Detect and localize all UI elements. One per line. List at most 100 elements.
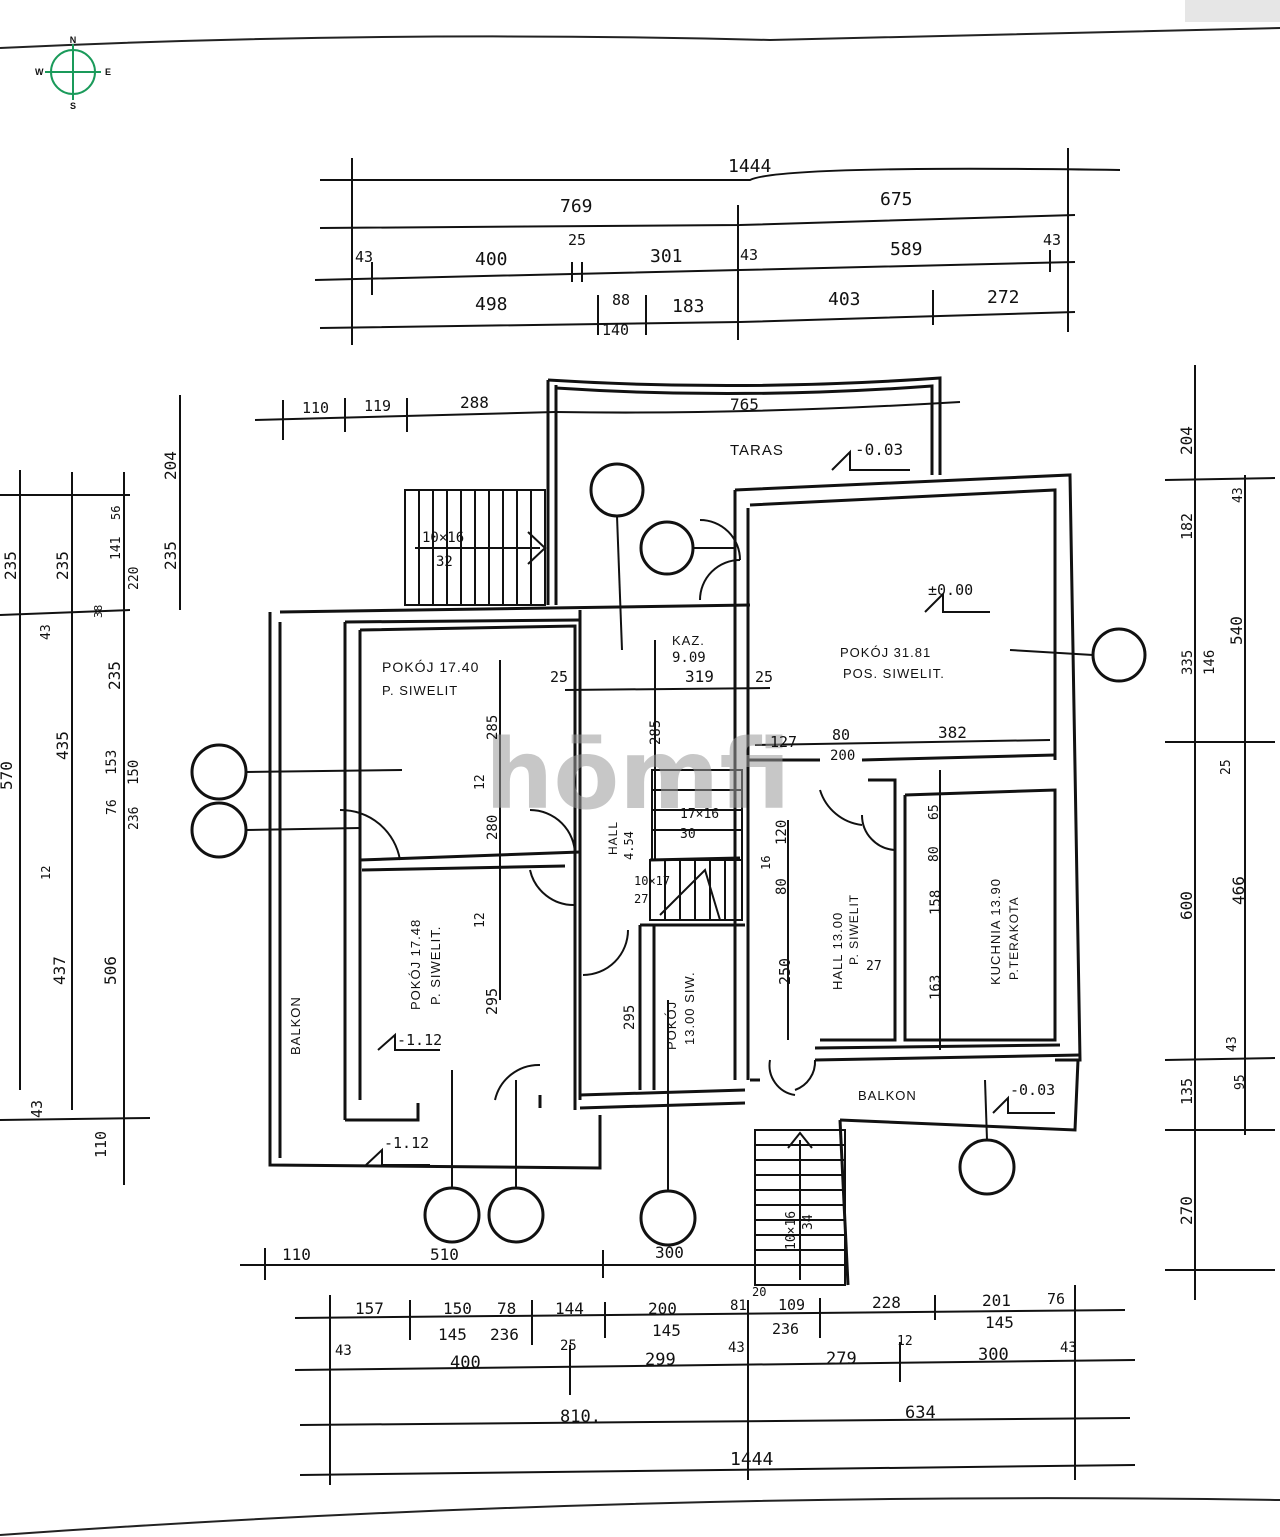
- dim-bot-3h: 300: [978, 1345, 1009, 1365]
- dim-right-8: 600: [1177, 891, 1196, 920]
- dim-top-3c: 25: [568, 231, 586, 249]
- dim-int-7: 12: [473, 774, 488, 790]
- dim-top-3e: 43: [740, 246, 758, 264]
- paper-edge: [0, 27, 1280, 1536]
- label-hall-big: HALL 13.00: [830, 912, 845, 990]
- dim-right-4: 335: [1180, 650, 1196, 675]
- dim-upper-c: 288: [460, 393, 489, 412]
- label-stairs-low-b: 27: [634, 892, 648, 906]
- label-stairs-bottom-b: 34: [801, 1214, 816, 1230]
- dim-top-3b: 400: [475, 249, 508, 270]
- dim-left-19: 506: [101, 956, 120, 985]
- dim-bot-2d: 78: [497, 1299, 516, 1318]
- room-labels: TARAS -0.03 POKÓJ 31.81 POS. SIWELIT. ±0…: [288, 440, 1055, 1250]
- doors: [339, 519, 896, 1101]
- label-hall-small: HALL: [606, 821, 620, 855]
- dim-left-1: 235: [1, 551, 20, 580]
- dim-right-11: 95: [1233, 1074, 1248, 1090]
- dim-int-20: 80: [927, 846, 942, 862]
- dim-bot-2j: 20: [752, 1285, 766, 1299]
- dim-bot-2f: 144: [555, 1299, 584, 1318]
- dim-bot-1a: 110: [282, 1245, 311, 1264]
- dim-top-4b: 88: [612, 291, 630, 309]
- dim-int-21: 158: [928, 890, 944, 915]
- dim-left-18: 437: [50, 956, 69, 985]
- level-markers: [365, 449, 1055, 1166]
- dim-top-4a: 498: [475, 294, 508, 315]
- dim-top-1: 1444: [728, 156, 771, 177]
- label-stairs-top-b: 32: [436, 554, 453, 570]
- dim-bot-2o: 145: [985, 1313, 1014, 1332]
- dim-top-3a: 43: [355, 248, 373, 266]
- label-pokoj-b: POKÓJ 17.48: [408, 919, 423, 1010]
- dim-int-5: 285: [648, 720, 664, 745]
- dim-right-9: 466: [1229, 876, 1248, 905]
- label-pokoj-c: POKÓJ: [664, 1001, 679, 1050]
- watermark-logo: hōmfi: [485, 719, 790, 831]
- dim-int-18: 250: [776, 958, 794, 985]
- dim-right-13: 270: [1177, 1196, 1196, 1225]
- dim-bot-2k: 109: [778, 1296, 805, 1314]
- dim-bot-3c: 25: [560, 1338, 577, 1354]
- dim-upper-d: 765: [730, 395, 759, 414]
- label-stairs-mid: 17×16: [680, 807, 719, 822]
- label-balkon-bottom: BALKON: [858, 1088, 917, 1103]
- dim-bot-2b: 150: [443, 1299, 472, 1318]
- dim-right-12: 135: [1178, 1078, 1196, 1105]
- level-pokoj-b: -1.12: [397, 1031, 442, 1049]
- dim-int-2: 319: [685, 667, 714, 686]
- compass-w: W: [35, 67, 44, 77]
- dim-top-3d: 301: [650, 246, 683, 267]
- dim-left-17: 12: [39, 866, 53, 880]
- dim-top-3g: 43: [1043, 231, 1061, 249]
- dim-upper-a: 110: [302, 399, 329, 417]
- level-pokoj-main: ±0.00: [928, 581, 973, 599]
- dim-int-4: 285: [485, 715, 501, 740]
- annotation-leaders: [245, 515, 1094, 1191]
- dim-left-21: 110: [92, 1131, 110, 1158]
- dim-int-14: 382: [938, 723, 967, 742]
- dim-left-14: 570: [0, 761, 16, 790]
- compass-n: N: [70, 35, 77, 45]
- label-pokoj-b-floor: P. SIWELIT.: [428, 926, 443, 1005]
- label-kaz-area: 9.09: [672, 650, 706, 666]
- label-stairs-mid-b: 30: [680, 827, 696, 842]
- dim-int-12: 80: [832, 726, 850, 744]
- dim-bot-3a: 43: [335, 1343, 352, 1359]
- dim-bot-4b: 634: [905, 1403, 936, 1423]
- label-stairs-bottom: 10×16: [784, 1211, 799, 1250]
- label-kuchnia: KUCHNIA 13.90: [988, 878, 1003, 985]
- dim-int-15: 120: [774, 820, 790, 845]
- dim-bot-5: 1444: [730, 1449, 773, 1470]
- dim-left-3: 56: [109, 506, 123, 520]
- dim-bot-2l: 236: [772, 1320, 799, 1338]
- dim-right-2: 43: [1231, 487, 1246, 503]
- dim-left-5: 220: [127, 567, 142, 590]
- dim-right-3: 182: [1178, 513, 1196, 540]
- label-pokoj-main: POKÓJ 31.81: [840, 645, 931, 660]
- dim-bot-2i: 81: [730, 1298, 747, 1314]
- dim-right-10: 43: [1225, 1036, 1240, 1052]
- dim-top-4e: 403: [828, 289, 861, 310]
- dim-bot-2g: 200: [648, 1299, 677, 1318]
- dim-int-22: 163: [928, 975, 944, 1000]
- dim-right-5: 146: [1202, 650, 1218, 675]
- dim-bot-2c: 145: [438, 1325, 467, 1344]
- dim-left-2: 235: [53, 551, 72, 580]
- dim-int-8: 12: [473, 912, 488, 928]
- dim-left-15: 76: [105, 799, 120, 815]
- compass-icon: N S E W: [35, 35, 111, 111]
- dim-left-8: 43: [39, 624, 54, 640]
- label-hall-small-area: 4.54: [622, 831, 636, 860]
- dim-top-3f: 589: [890, 239, 923, 260]
- dim-bot-2m: 228: [872, 1293, 901, 1312]
- dim-right-7: 25: [1219, 759, 1234, 775]
- label-taras: TARAS: [730, 442, 784, 459]
- level-outside: -1.12: [384, 1134, 429, 1152]
- stairs: [404, 489, 846, 1286]
- dim-top-4d: 183: [672, 296, 705, 317]
- dim-int-3: 25: [755, 668, 773, 686]
- dim-bot-3b: 400: [450, 1353, 481, 1373]
- dim-top-4c: 140: [602, 321, 629, 339]
